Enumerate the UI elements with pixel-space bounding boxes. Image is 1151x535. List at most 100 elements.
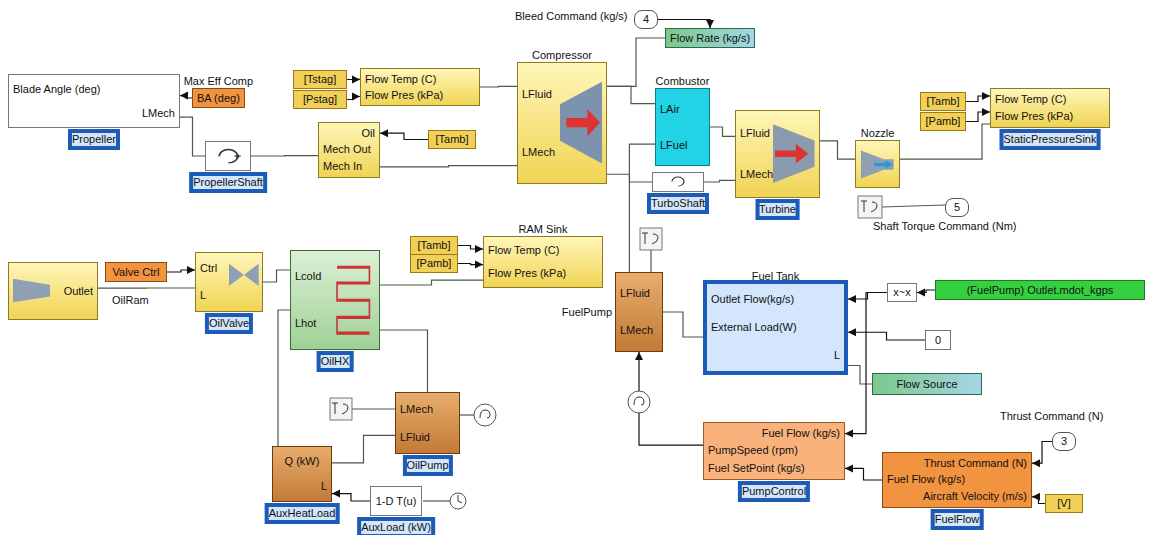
signal-label: OilRam [112,294,149,307]
port-label: LFluid [522,88,552,101]
port-label: 4 [643,13,649,26]
block-name: Compressor [532,49,592,62]
pump-block: LMechLFluidOilPump [395,392,460,454]
block-name: FuelFlow [931,509,984,530]
clock-wire [423,500,450,501]
port-label: Aircraft Velocity (m/s) [923,490,1027,503]
port-label: BA (deg) [197,92,240,105]
port-label: Q (kW) [285,455,320,468]
signal-line [1032,442,1052,464]
signal-line [458,264,483,265]
port-label: Flow Rate (kg/s) [670,32,750,45]
physical-connection [848,366,872,385]
signal-line [167,270,195,272]
shaft-block: PropellerShaft [205,141,251,171]
signal-line [332,494,370,501]
port-label: Fuel Flow (kg/s) [762,427,840,440]
pump-block: LFluidLMechFuelPump [615,272,663,352]
physical-connection [251,155,318,157]
icon-shape [874,160,893,168]
port-label: Outlet [64,285,93,298]
port-label: 0 [935,334,941,347]
block-name: Nozzle [861,127,895,140]
physical-connection [663,312,703,337]
from-block: (FuelPump) Outlet.mdot_kgps [935,280,1145,300]
gain-block: BA (deg)Max Eff Comp [192,88,245,108]
subsystem-block: Thrust Command (N) Fuel Flow (kg/s) Aircra… [882,452,1032,508]
port-label: [Tamb] [926,95,959,108]
physical-connection [380,166,517,167]
inport: 5 [945,198,969,217]
port-label: LMech [142,107,175,120]
port-label: Outlet Flow(kg/s) [711,293,794,306]
port-label: Blade Angle (deg) [13,83,100,96]
port-label: Flow Pres (kPa) [995,110,1073,123]
block-icon [560,77,602,168]
flow-rate-block: Flow Rate (kg/s) [665,28,755,48]
port-label: Ctrl [200,262,217,275]
from-tag: [Tstag] [293,70,347,89]
port-label: Lhot [295,317,316,330]
block-name: RAM Sink [519,223,568,236]
block-name: OilValve [205,313,253,334]
port-label: Thrust Command (N) [924,457,1027,470]
block-name: TurboShaft [647,193,709,214]
physical-connection [98,287,195,288]
physical-connection [380,280,483,285]
from-tag: [V] [1045,494,1083,513]
icon-shape [234,154,240,158]
port-label: Lcold [295,270,321,283]
port-label: Fuel Flow (kg/s) [887,473,965,486]
icon-shape [337,267,369,333]
control-block: Valve Ctrl [105,262,167,282]
from-tag: [Pamb] [410,254,458,273]
port-label: 5 [954,201,960,214]
heat-exchanger-block: LcoldLhotOilHX [290,250,380,350]
math-block: x~x [887,283,917,302]
port-label: LFluid [400,431,430,444]
speed-wire [460,414,474,415]
block-icon [13,271,50,310]
block-name: PropellerShaft [189,172,267,193]
block-name: Propeller [68,129,120,150]
port-label: Flow Source [896,378,957,391]
physical-connection [820,141,855,159]
clock-symbol [450,493,466,509]
port-label: L [200,289,206,302]
icon-shape [13,279,50,303]
source-block: Flow Temp (C) Flow Pres (kPa) [360,68,480,106]
block-name: StaticPressureSink [1000,129,1101,150]
lookup-table-block: 1-D T(u)AuxLoad (kW) [370,486,422,516]
icon-shape [229,264,259,286]
block-icon [861,147,894,182]
port-label: Fuel SetPoint (kg/s) [708,462,805,475]
heat-load-block: Q (kW)LAuxHeatLoad [272,446,332,502]
port-label: L [834,349,840,362]
block-name: OilPump [402,455,452,476]
signal-line [658,20,710,29]
torque-source-symbol [330,398,352,420]
port-label: Flow Temp (C) [365,73,436,86]
physical-connection [607,86,655,103]
port-label: External Load(W) [711,321,797,334]
port-label: LAir [660,103,680,116]
from-tag: [Pstag] [293,90,347,109]
port-label: LMech [400,403,433,416]
from-tag: [Tamb] [920,92,966,111]
block-name: OilHX [317,351,354,372]
port-label: [Tamb] [417,239,450,252]
from-tag: [Tamb] [410,236,458,255]
combustor-block: LAirLFuelCombustor [655,88,710,166]
torque-wire [352,408,395,409]
port-label: Valve Ctrl [113,266,160,279]
inport: 4 [634,10,658,29]
port-label: Flow Pres (kPa) [365,89,443,102]
port-label: [Tstag] [304,73,336,86]
signal-line [845,293,887,434]
torque-wire [882,205,945,207]
signal-line [845,468,882,480]
signal-line [917,290,935,293]
block-icon [229,259,259,291]
physical-connection [380,330,428,392]
port-label: [Pamb] [417,257,452,270]
